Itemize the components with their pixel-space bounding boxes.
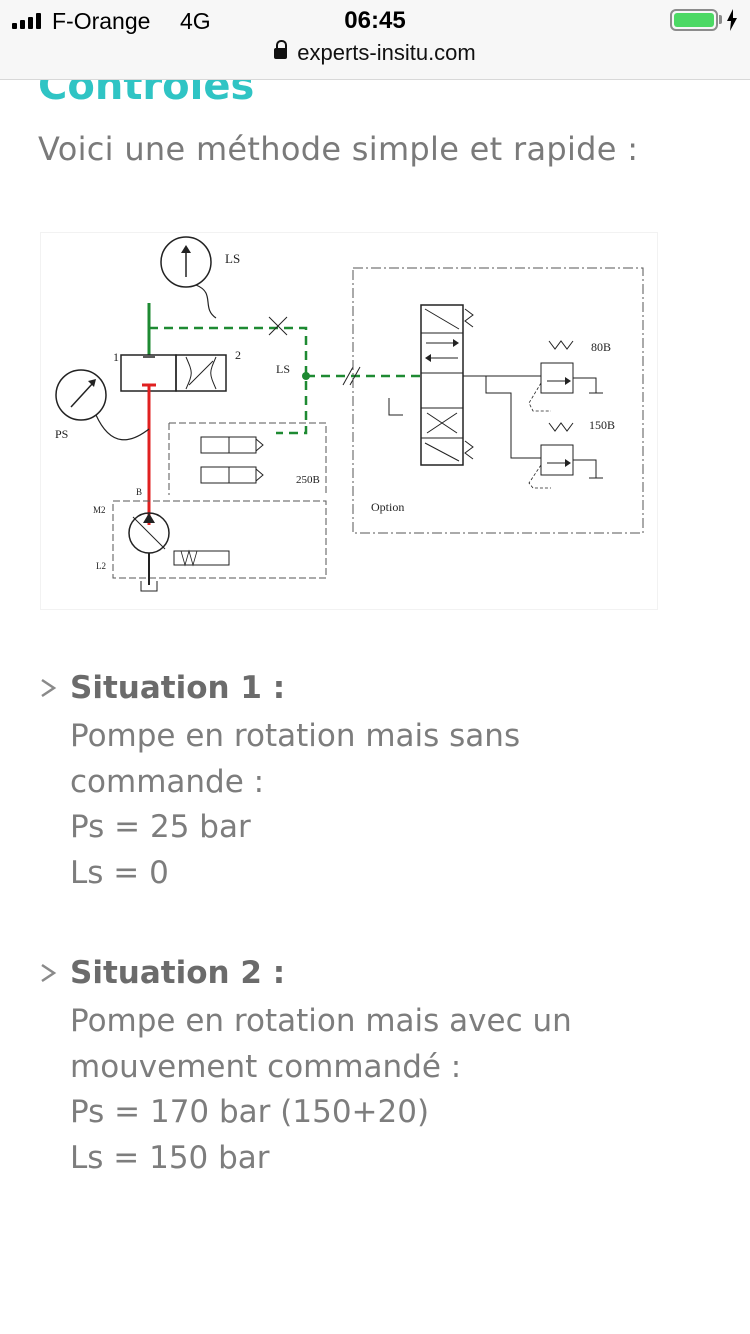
label-ls-top: LS [225, 251, 240, 266]
situation-2-text: Pompe en rotation mais avec un mouvement… [70, 999, 670, 1181]
hydraulic-diagram: LS LS 1 2 PS [40, 232, 658, 610]
chevron-right-icon [41, 963, 57, 983]
label-250b: 250B [296, 474, 320, 486]
network-type: 4G [180, 8, 211, 34]
battery-tip [719, 15, 722, 24]
situation-1-text: Pompe en rotation mais sans commande : P… [70, 714, 670, 896]
label-150b: 150B [589, 418, 615, 432]
label-port2: 2 [235, 348, 241, 362]
situation-2-line: Ps = 170 bar (150+20) [70, 1094, 430, 1130]
hydraulic-schematic: LS LS 1 2 PS [55, 236, 644, 592]
situation-1-line: commande : [70, 763, 265, 800]
label-l2: L2 [96, 561, 106, 571]
browser-top-bar: F-Orange 4G 06:45 experts-insitu.com [0, 0, 750, 80]
main-valve-right [175, 354, 227, 392]
label-80b: 80B [591, 340, 611, 354]
directional-valve [420, 304, 464, 466]
control-spool [173, 550, 230, 566]
pump-enclosure [112, 500, 327, 579]
label-ls-mid: LS [276, 362, 290, 376]
ps-gauge-icon [55, 369, 107, 421]
label-b: B [136, 487, 142, 497]
situation-1-line: Pompe en rotation mais sans [70, 718, 521, 754]
situation-2-line: Pompe en rotation mais avec un [70, 1003, 572, 1039]
charging-bolt-icon [727, 9, 737, 31]
lock-icon [274, 40, 288, 61]
situation-2-line: Ls = 150 bar [70, 1139, 270, 1176]
label-option: Option [371, 500, 404, 514]
label-port1: 1 [113, 350, 119, 364]
option-enclosure [352, 267, 644, 534]
battery-icon [670, 9, 718, 31]
chevron-right-icon [41, 678, 57, 698]
situation-1-line: Ls = 0 [70, 854, 169, 891]
relief-valve-80b [540, 362, 574, 394]
signal-strength-icon [12, 13, 41, 29]
label-m2: M2 [93, 505, 106, 515]
intro-text: Voici une méthode simple et rapide : [38, 130, 639, 168]
situation-2-title: Situation 2 : [70, 955, 286, 991]
situation-1-line: Ps = 25 bar [70, 809, 251, 845]
relief-valve-150b [540, 444, 574, 476]
situation-1-title: Situation 1 : [70, 670, 286, 706]
ls-gauge-icon [160, 236, 212, 288]
label-ps: PS [55, 427, 68, 441]
situation-2-line: mouvement commandé : [70, 1048, 462, 1085]
status-time: 06:45 [344, 7, 406, 34]
carrier-name: F-Orange [52, 8, 151, 34]
ls-line-dashed [149, 326, 308, 435]
url-text: experts-insitu.com [297, 40, 476, 65]
address-bar[interactable]: experts-insitu.com [0, 40, 750, 66]
